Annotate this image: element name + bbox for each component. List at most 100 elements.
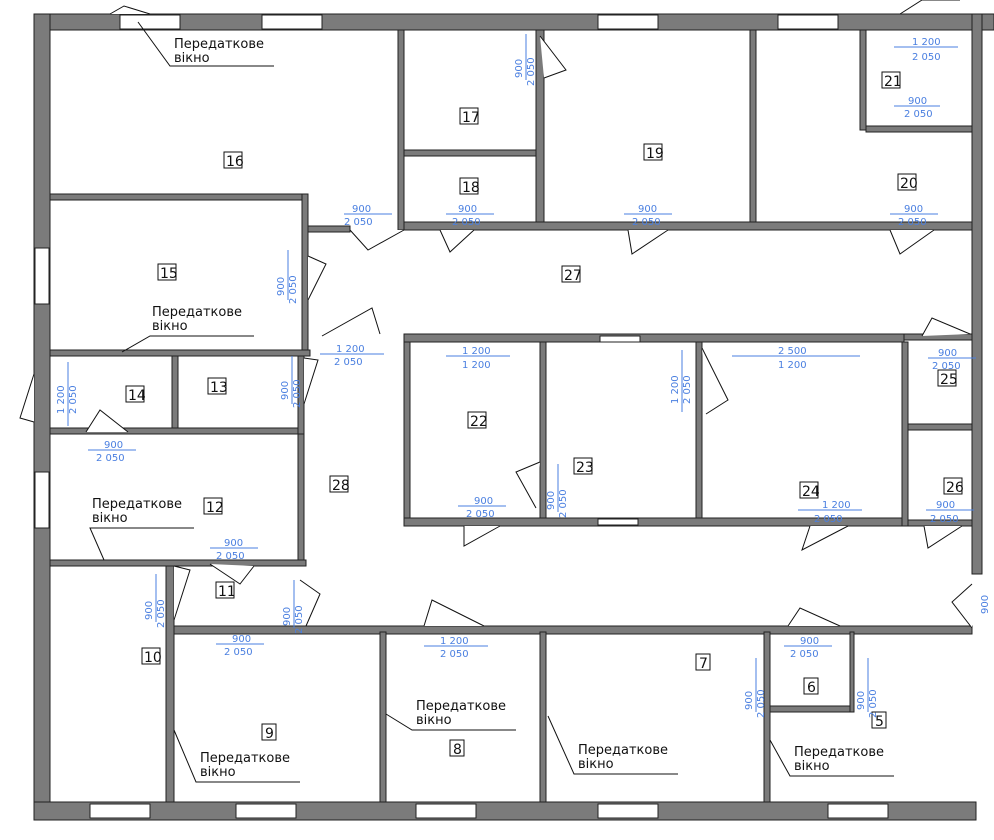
room-label-23: 23 xyxy=(573,457,594,476)
room-number: 21 xyxy=(884,74,902,90)
svg-text:2 050: 2 050 xyxy=(682,375,693,404)
room-label-27: 27 xyxy=(561,265,582,284)
note-transfer-window: Передаткове вікно xyxy=(89,497,194,561)
door-dim-900-2050: 900 2 050 xyxy=(784,636,832,660)
room-label-11: 11 xyxy=(215,581,236,600)
svg-text:2 050: 2 050 xyxy=(334,357,363,368)
window xyxy=(597,518,639,526)
room-number: 20 xyxy=(900,176,918,192)
room-label-17: 17 xyxy=(459,107,480,126)
svg-text:900: 900 xyxy=(352,204,371,215)
door-dim-900-2050: 900 2 050 xyxy=(446,204,494,228)
svg-text:900: 900 xyxy=(458,204,477,215)
svg-text:1 200: 1 200 xyxy=(440,636,469,647)
svg-text:вікно: вікно xyxy=(578,757,614,772)
note-transfer-window: Передаткове вікно xyxy=(547,715,678,775)
room-number: 13 xyxy=(210,380,228,396)
room-label-26: 26 xyxy=(943,477,964,496)
room-number: 15 xyxy=(160,266,178,282)
room-label-10: 10 xyxy=(141,647,162,666)
svg-text:Передаткове: Передаткове xyxy=(416,699,506,714)
window xyxy=(235,803,297,819)
door-dim-900-2050: 900 2 050 xyxy=(928,348,976,372)
svg-text:2 050: 2 050 xyxy=(526,57,537,86)
room-number: 10 xyxy=(144,650,162,666)
svg-text:1 200: 1 200 xyxy=(462,360,491,371)
room-number: 17 xyxy=(462,110,480,126)
svg-text:900: 900 xyxy=(800,636,819,647)
svg-text:900: 900 xyxy=(638,204,657,215)
room-label-9: 9 xyxy=(261,723,277,742)
room-number: 11 xyxy=(218,584,236,600)
room-number: 23 xyxy=(576,460,594,476)
svg-text:2 050: 2 050 xyxy=(898,217,927,228)
room-label-21: 21 xyxy=(881,71,902,90)
svg-text:2 050: 2 050 xyxy=(790,649,819,660)
svg-text:900: 900 xyxy=(514,59,525,78)
doors xyxy=(19,0,973,629)
windows xyxy=(34,14,889,819)
room-label-25: 25 xyxy=(937,369,958,388)
room-label-12: 12 xyxy=(203,497,224,516)
transfer-window-notes: Передаткове вікно Передаткове вікно Пере… xyxy=(89,21,894,783)
room-number: 16 xyxy=(226,154,244,170)
room-number: 22 xyxy=(470,414,488,430)
svg-text:2 050: 2 050 xyxy=(96,453,125,464)
room-label-5: 5 xyxy=(871,711,887,730)
room-number: 24 xyxy=(802,484,820,500)
window xyxy=(34,247,50,305)
svg-text:2 050: 2 050 xyxy=(814,514,843,525)
note-transfer-window: Передаткове вікно xyxy=(769,739,894,777)
svg-text:900: 900 xyxy=(980,595,991,614)
window xyxy=(415,803,477,819)
window xyxy=(119,14,181,30)
room-label-20: 20 xyxy=(897,173,918,192)
window xyxy=(89,803,151,819)
svg-text:900: 900 xyxy=(938,348,957,359)
svg-text:2 050: 2 050 xyxy=(558,489,569,518)
room-label-24: 24 xyxy=(799,481,820,500)
note-transfer-window: Передаткове вікно xyxy=(137,21,274,67)
room-number: 28 xyxy=(332,478,350,494)
window xyxy=(261,14,323,30)
svg-text:900: 900 xyxy=(280,381,291,400)
room-number: 26 xyxy=(946,480,964,496)
svg-text:2 050: 2 050 xyxy=(932,361,961,372)
room-label-15: 15 xyxy=(157,263,178,282)
window xyxy=(777,14,839,30)
svg-text:1 200: 1 200 xyxy=(670,375,681,404)
room-number: 27 xyxy=(564,268,582,284)
svg-text:900: 900 xyxy=(744,691,755,710)
room-number: 6 xyxy=(807,680,816,696)
svg-text:900: 900 xyxy=(104,440,123,451)
svg-text:2 050: 2 050 xyxy=(466,509,495,520)
svg-text:2 050: 2 050 xyxy=(904,109,933,120)
svg-text:1 200: 1 200 xyxy=(462,346,491,357)
window xyxy=(597,14,659,30)
svg-text:900: 900 xyxy=(224,538,243,549)
svg-text:вікно: вікно xyxy=(92,511,128,526)
room-label-14: 14 xyxy=(125,385,146,404)
svg-text:900: 900 xyxy=(904,204,923,215)
room-number: 7 xyxy=(699,656,708,672)
svg-text:2 050: 2 050 xyxy=(452,217,481,228)
room-number: 18 xyxy=(462,180,480,196)
svg-text:2 050: 2 050 xyxy=(216,551,245,562)
room-label-22: 22 xyxy=(467,411,488,430)
svg-text:900: 900 xyxy=(276,277,287,296)
svg-text:2 050: 2 050 xyxy=(868,689,879,718)
svg-text:2 050: 2 050 xyxy=(288,275,299,304)
svg-text:Передаткове: Передаткове xyxy=(200,751,290,766)
